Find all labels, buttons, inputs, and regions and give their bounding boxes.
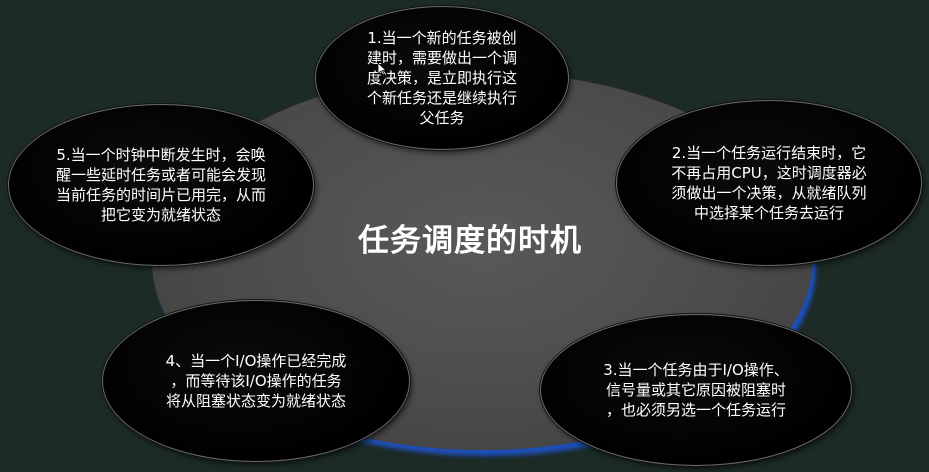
- node-task-blocked: 3.当一个任务由于I/O操作、 信号量或其它原因被阻塞时 ，也必须另选一个任务运…: [540, 314, 852, 466]
- node-new-task-text: 1.当一个新的任务被创 建时，需要做出一个调 度决策，是立即执行这 个新任务还是…: [366, 29, 517, 127]
- node-task-blocked-text: 3.当一个任务由于I/O操作、 信号量或其它原因被阻塞时 ，也必须另选一个任务运…: [603, 361, 789, 419]
- node-io-complete-text: 4、当一个I/O操作已经完成 ，而等待该I/O操作的任务 将从阻塞状态变为就绪状…: [165, 352, 347, 410]
- node-task-finished-text: 2.当一个任务运行结束时，它 不再占用CPU，这时调度器必 须做出一个决策，从就…: [671, 144, 867, 222]
- node-task-finished: 2.当一个任务运行结束时，它 不再占用CPU，这时调度器必 须做出一个决策，从就…: [616, 100, 922, 266]
- node-clock-interrupt-text: 5.当一个时钟中断发生时，会唤 醒一些延时任务或者可能会发现 当前任务的时间片已…: [55, 146, 266, 224]
- node-new-task: 1.当一个新的任务被创 建时，需要做出一个调 度决策，是立即执行这 个新任务还是…: [315, 6, 569, 150]
- mouse-cursor-icon: [377, 62, 387, 76]
- center-title: 任务调度的时机: [358, 223, 582, 259]
- node-io-complete: 4、当一个I/O操作已经完成 ，而等待该I/O操作的任务 将从阻塞状态变为就绪状…: [102, 300, 410, 462]
- node-clock-interrupt: 5.当一个时钟中断发生时，会唤 醒一些延时任务或者可能会发现 当前任务的时间片已…: [8, 104, 314, 266]
